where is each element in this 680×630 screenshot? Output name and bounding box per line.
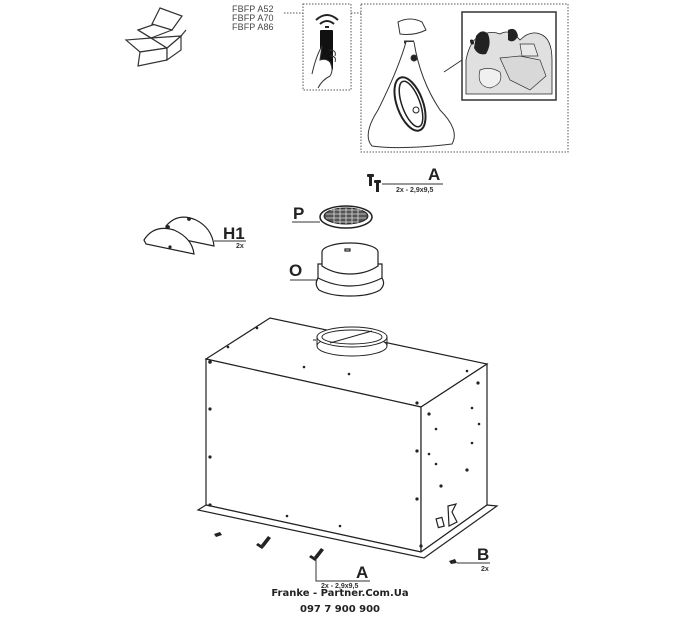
part-label-a-bottom: A — [356, 563, 369, 582]
switch-icon — [435, 503, 458, 529]
half-cover-icon — [143, 216, 215, 255]
part-qty-a-top: 2x - 2,9x9,5 — [396, 187, 434, 194]
carton-box-icon — [124, 7, 187, 67]
duct-adapter-icon — [315, 242, 385, 297]
model-label: FBFP A70 — [232, 13, 274, 23]
cooker-hood-body — [196, 317, 499, 559]
clip-icon — [449, 559, 457, 564]
part-label-a-top: A — [428, 165, 441, 184]
part-label-b: B — [477, 545, 490, 564]
watermark-phone: 097 7 900 900 — [299, 604, 381, 615]
screw-icon — [214, 532, 324, 561]
part-label-o: O — [289, 261, 303, 280]
remote-box — [302, 3, 352, 91]
power-cord-box — [360, 3, 569, 153]
remote-control-icon — [311, 14, 339, 89]
motor-collar-icon — [313, 326, 388, 357]
part-label-p: P — [293, 204, 305, 223]
part-qty-b: 2x — [481, 566, 489, 573]
watermark-site: Franke - Partner.Com.Ua — [271, 588, 409, 599]
power-cord-bag-icon — [367, 18, 463, 149]
part-qty-h1: 2x — [236, 243, 244, 250]
remote-models-list: FBFP A52 FBFP A70 FBFP A86 — [232, 5, 274, 32]
part-qty-a-bottom: 2x - 2,9x9,5 — [321, 583, 359, 590]
grease-filter-icon — [319, 205, 373, 229]
model-label: FBFP A86 — [232, 22, 274, 32]
part-label-h1: H1 — [223, 224, 245, 243]
model-label: FBFP A52 — [232, 4, 274, 14]
screw-icon — [367, 174, 381, 192]
screw-holes — [208, 326, 481, 548]
europe-map-icon — [461, 11, 557, 101]
